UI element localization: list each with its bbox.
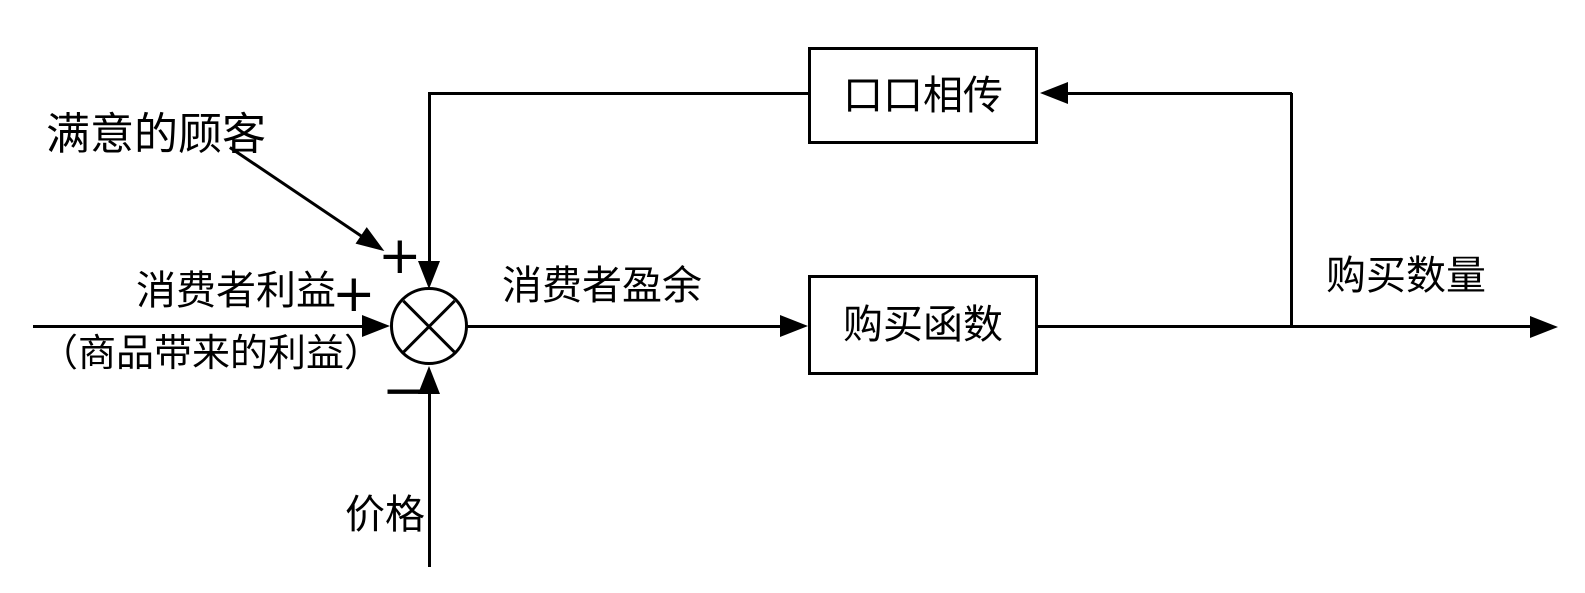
word-of-mouth-box: 口口相传 bbox=[808, 47, 1038, 144]
surplus-arrowhead-icon bbox=[780, 315, 808, 337]
input-plus-sign: + bbox=[332, 264, 376, 324]
input-arrowhead-icon bbox=[362, 315, 390, 337]
feedback-down-line bbox=[428, 92, 431, 263]
purchase-function-box: 购买函数 bbox=[808, 275, 1038, 375]
consumer-benefit-note-label: （商品带来的利益） bbox=[40, 331, 383, 375]
consumer-benefit-label: 消费者利益 bbox=[136, 268, 336, 314]
purchase-function-label: 购买函数 bbox=[843, 302, 1003, 348]
output-line bbox=[1035, 325, 1532, 328]
price-arrowhead-icon bbox=[418, 366, 440, 394]
feedback-plus-sign: + bbox=[378, 226, 422, 286]
output-arrowhead-icon bbox=[1530, 316, 1558, 338]
feedback-top-right-line bbox=[1066, 92, 1292, 95]
feedback-top-left-line bbox=[428, 92, 810, 95]
feedback-into-junction-arrowhead-icon bbox=[418, 261, 440, 289]
satisfied-customers-label: 满意的顾客 bbox=[46, 109, 266, 160]
input-line bbox=[33, 325, 365, 328]
consumer-surplus-label: 消费者盈余 bbox=[502, 263, 702, 309]
purchase-quantity-label: 购买数量 bbox=[1326, 253, 1486, 299]
word-of-mouth-label: 口口相传 bbox=[843, 72, 1003, 119]
surplus-line bbox=[466, 325, 784, 328]
price-line bbox=[428, 392, 431, 567]
price-minus-sign: − bbox=[382, 361, 426, 421]
feedback-into-box-arrowhead-icon bbox=[1040, 82, 1068, 104]
feedback-branch-line bbox=[1290, 93, 1293, 327]
summing-junction-icon bbox=[390, 287, 468, 365]
price-label: 价格 bbox=[345, 492, 425, 538]
